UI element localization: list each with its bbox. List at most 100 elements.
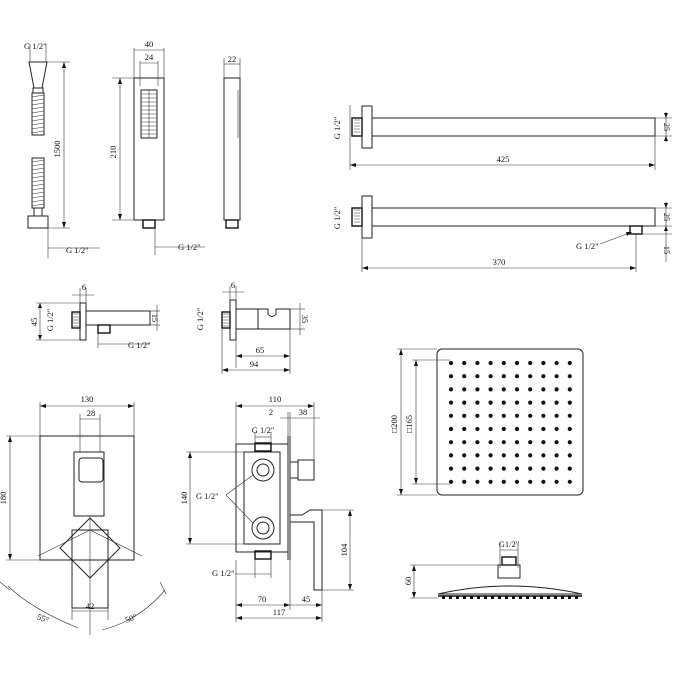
nozzle — [514, 400, 520, 405]
side-nozzle — [477, 596, 480, 599]
nozzle — [541, 387, 546, 392]
hand-shower-side — [223, 58, 241, 229]
nozzle — [488, 374, 493, 379]
mixer-side-handle-height: 104 — [339, 543, 349, 557]
nozzle — [488, 360, 493, 366]
nozzle — [448, 440, 454, 445]
side-nozzle — [449, 596, 452, 599]
nozzle — [514, 413, 520, 418]
side-nozzle — [519, 596, 522, 599]
nozzle — [462, 374, 467, 379]
nozzle — [554, 360, 559, 366]
nozzle — [488, 426, 493, 432]
mixer-front-height: 180 — [0, 492, 8, 505]
nozzle — [448, 453, 454, 458]
mixer-side-thread-top: G 1/2" — [252, 425, 275, 435]
hose-length: 1500 — [52, 141, 62, 158]
nozzle — [448, 387, 454, 392]
side-nozzle — [442, 596, 445, 599]
nozzle — [475, 413, 480, 418]
nozzle — [501, 387, 506, 392]
hose-drawing — [27, 44, 100, 258]
nozzle — [528, 479, 533, 484]
mixer-side-total-depth: 117 — [273, 607, 285, 617]
nozzle — [567, 400, 572, 405]
nozzle — [501, 374, 506, 379]
nozzle — [488, 440, 493, 445]
mixer-side-depth: 110 — [269, 394, 281, 404]
nozzle — [462, 400, 467, 405]
nozzle — [554, 400, 559, 405]
mixer-front-angle-left: 55° — [36, 611, 51, 624]
nozzle-grid — [448, 360, 572, 484]
nozzle — [501, 440, 506, 445]
side-nozzle — [463, 596, 466, 599]
nozzle — [567, 453, 572, 458]
shower-head-size: □200 — [389, 415, 399, 433]
hand-shower-thread: G 1/2" — [178, 242, 201, 252]
side-nozzle — [491, 596, 494, 599]
nozzle — [462, 387, 467, 392]
side-nozzle — [512, 596, 515, 599]
nozzle — [462, 360, 467, 366]
nozzle — [501, 426, 506, 432]
nozzle — [475, 440, 480, 445]
nozzle — [488, 466, 493, 471]
shower-head-top — [397, 348, 584, 496]
nozzle — [501, 400, 506, 405]
nozzle — [514, 360, 520, 366]
side-nozzle — [561, 596, 564, 599]
side-nozzle — [484, 596, 487, 599]
side-nozzle — [470, 596, 473, 599]
mixer-side-view — [186, 402, 354, 622]
nozzle — [514, 426, 520, 432]
shower-head-height: 60 — [403, 577, 413, 586]
wall-outlet-height: 45 — [29, 318, 39, 327]
shower-head-side — [410, 543, 583, 599]
side-nozzle — [554, 596, 557, 599]
hand-shower-front — [112, 48, 205, 255]
hand-shower-depth: 22 — [228, 54, 237, 64]
nozzle — [567, 440, 572, 445]
nozzle — [488, 413, 493, 418]
mixer-side-lever-depth: 45 — [302, 594, 311, 604]
nozzle — [462, 440, 467, 445]
nozzle — [475, 374, 480, 379]
nozzle — [554, 453, 559, 458]
mixer-side-body-depth: 70 — [258, 594, 267, 604]
side-nozzle — [540, 596, 543, 599]
nozzle — [488, 453, 493, 458]
shower-arm-1-height: 25 — [662, 123, 672, 132]
hose-thread-bottom: G 1/2" — [66, 245, 89, 255]
nozzle — [541, 374, 546, 379]
nozzle — [554, 466, 559, 471]
shower-arm-2-thread-wall: G 1/2" — [332, 207, 342, 230]
nozzle — [541, 400, 546, 405]
nozzle — [514, 440, 520, 445]
shower-arm-1-thread: G 1/2" — [332, 117, 342, 140]
shower-arm-1 — [349, 105, 672, 170]
nozzle — [514, 374, 520, 379]
bracket-outlet-total-depth: 94 — [250, 359, 259, 369]
shower-arm-2-drop: 15 — [662, 246, 672, 255]
shower-head-thread: G1/2" — [499, 539, 519, 549]
nozzle — [501, 466, 506, 471]
shower-arm-1-length: 425 — [497, 154, 510, 164]
side-nozzle — [456, 596, 459, 599]
shower-arm-2-thread-head: G 1/2" — [576, 241, 599, 251]
wall-outlet-thickness: 15 — [150, 314, 160, 323]
nozzle — [528, 453, 533, 458]
nozzle — [462, 466, 467, 471]
shower-head-inner-size: □165 — [404, 415, 414, 433]
side-nozzle — [547, 596, 550, 599]
nozzle — [514, 453, 520, 458]
nozzle — [554, 387, 559, 392]
side-nozzle-row — [442, 596, 578, 599]
nozzle — [528, 374, 533, 379]
nozzle — [448, 466, 454, 471]
hand-shower-height: 210 — [108, 146, 118, 159]
mixer-front-view — [0, 402, 167, 635]
side-nozzle — [505, 596, 508, 599]
nozzle — [462, 479, 467, 484]
